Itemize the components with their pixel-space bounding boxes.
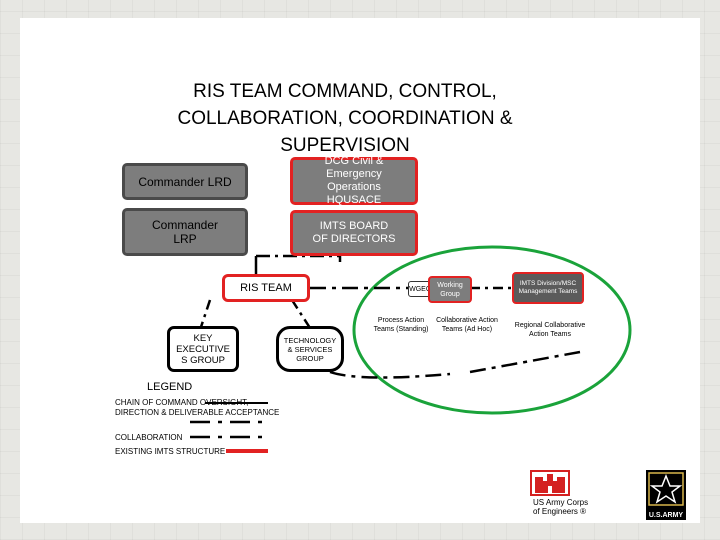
ris-key-exec-line [198,299,212,331]
wgec-box: WGEC [408,281,432,297]
commander-lrp-label: Commander LRP [151,218,219,246]
dcg-civil-label: DCG Civil & Emergency Operations HQUSACE [324,155,384,206]
imts-board-box: IMTS BOARD OF DIRECTORS [290,210,418,256]
technology-services-label: TECHNOLOGY & SERVICES GROUP [283,335,337,363]
process-action-label: Process Action Teams (Standing) [373,317,429,333]
commander-lrp-box: Commander LRP [122,208,248,256]
title-line-3: SUPERVISION [280,135,410,156]
regional-collaborative-label: Regional Collaborative Action Teams [514,322,586,338]
key-executives-label: KEY EXECUTIVE S GROUP [176,332,230,366]
collaborative-action-label: Collaborative Action Teams (Ad Hoc) [436,317,498,333]
process-action-teams: Process Action Teams (Standing) [370,316,432,334]
working-group-label: Working Group [437,281,463,298]
ris-team-box: RIS TEAM [222,274,310,302]
collaborative-action-teams: Collaborative Action Teams (Ad Hoc) [436,316,498,334]
usace-wordmark: US Army Corps of Engineers ® [533,498,588,516]
regional-collaborative-teams: Regional Collaborative Action Teams [508,321,592,339]
usace-line-1: US Army Corps [533,498,589,507]
usace-line-2: of Engineers ® [533,507,587,516]
legend-title: LEGEND [147,381,193,393]
legend-collab-label: COLLABORATION [115,433,183,442]
working-group-box: Working Group [428,276,472,303]
us-army-wordmark: U.S.ARMY [648,512,684,519]
ris-tech-line [290,299,312,329]
us-army-star-logo: U.S.ARMY [646,470,686,520]
wgec-label: WGEC [409,285,431,293]
title-line-2: COLLABORATION, COORDINATION & [177,108,513,129]
key-executives-box: KEY EXECUTIVE S GROUP [167,326,239,372]
legend-chain-label: CHAIN OF COMMAND OVERSIGHT, DIRECTION & … [115,398,280,417]
title-line-1: RIS TEAM COMMAND, CONTROL, [193,81,497,102]
dcg-civil-box: DCG Civil & Emergency Operations HQUSACE [290,155,418,206]
imts-division-box: IMTS Division/MSC Management Teams [512,272,584,304]
commander-lrd-label: Commander LRD [138,174,232,189]
collaboration-ellipse [352,245,632,415]
commander-lrd-box: Commander LRD [122,163,248,200]
legend-existing-label: EXISTING IMTS STRUCTURE [115,447,226,456]
ris-team-label: RIS TEAM [240,282,292,294]
collab-regional-line [469,350,581,374]
usace-castle-logo [530,470,570,496]
page-title: RIS TEAM COMMAND, CONTROL, COLLABORATION… [120,78,570,159]
tech-collab-line [329,370,451,379]
imts-division-label: IMTS Division/MSC Management Teams [518,280,578,295]
technology-services-box: TECHNOLOGY & SERVICES GROUP [276,326,344,372]
imts-board-label: IMTS BOARD OF DIRECTORS [312,220,396,245]
